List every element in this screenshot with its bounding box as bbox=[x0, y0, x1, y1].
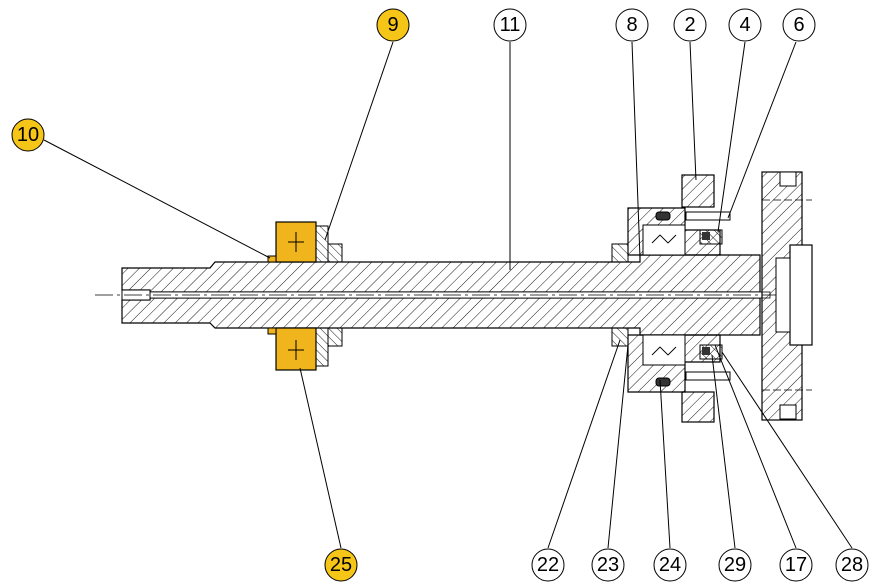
balloon-10-label: 10 bbox=[17, 124, 39, 146]
balloon-17-label: 17 bbox=[785, 554, 807, 576]
balloon-24-label: 24 bbox=[659, 554, 681, 576]
balloon-23-label: 23 bbox=[597, 554, 619, 576]
balloon-6-label: 6 bbox=[793, 14, 804, 36]
flange-recess bbox=[789, 244, 813, 346]
spacer-upper bbox=[611, 243, 629, 263]
gear-upper bbox=[681, 174, 715, 208]
balloon-28: 28 bbox=[835, 548, 869, 582]
oring-lower bbox=[655, 377, 671, 387]
gear-lower bbox=[681, 391, 715, 423]
lock-washer-upper bbox=[315, 225, 329, 263]
balloon-11: 11 bbox=[493, 8, 527, 42]
bearing-housing bbox=[611, 207, 721, 393]
balloon-2-label: 2 bbox=[684, 14, 695, 36]
lock-washer-lower bbox=[315, 327, 329, 367]
balloon-25-label: 25 bbox=[330, 554, 352, 576]
spacer-lower bbox=[611, 327, 629, 347]
balloon-4: 4 bbox=[728, 8, 762, 42]
set-screw-lower bbox=[267, 327, 277, 335]
balloon-9: 9 bbox=[376, 8, 410, 42]
balloon-8: 8 bbox=[615, 8, 649, 42]
bearing-lower bbox=[642, 334, 686, 366]
balloon-22-label: 22 bbox=[537, 554, 559, 576]
balloon-25: 25 bbox=[324, 548, 358, 582]
bearing-upper bbox=[642, 224, 686, 256]
balloon-4-label: 4 bbox=[739, 14, 750, 36]
balloon-29: 29 bbox=[718, 548, 752, 582]
balloon-9-label: 9 bbox=[387, 14, 398, 36]
balloon-22: 22 bbox=[531, 548, 565, 582]
set-screw-upper bbox=[267, 255, 277, 263]
nut-assembly bbox=[267, 221, 343, 371]
balloon-11-label: 11 bbox=[500, 14, 521, 36]
leader-lines bbox=[43, 41, 853, 549]
balloon-17: 17 bbox=[779, 548, 813, 582]
oring-upper bbox=[655, 211, 671, 221]
balloon-28-label: 28 bbox=[841, 554, 863, 576]
shaft-lower-section bbox=[121, 297, 761, 336]
balloon-2: 2 bbox=[673, 8, 707, 42]
end-flange bbox=[761, 171, 813, 421]
main-shaft bbox=[95, 254, 800, 336]
balloon-10: 10 bbox=[11, 118, 45, 152]
balloon-24: 24 bbox=[653, 548, 687, 582]
gear-and-seals bbox=[681, 174, 731, 423]
shaft-upper-section bbox=[121, 254, 761, 293]
balloon-8-label: 8 bbox=[626, 14, 637, 36]
balloon-6: 6 bbox=[782, 8, 816, 42]
balloon-23: 23 bbox=[591, 548, 625, 582]
balloon-29-label: 29 bbox=[724, 554, 746, 576]
